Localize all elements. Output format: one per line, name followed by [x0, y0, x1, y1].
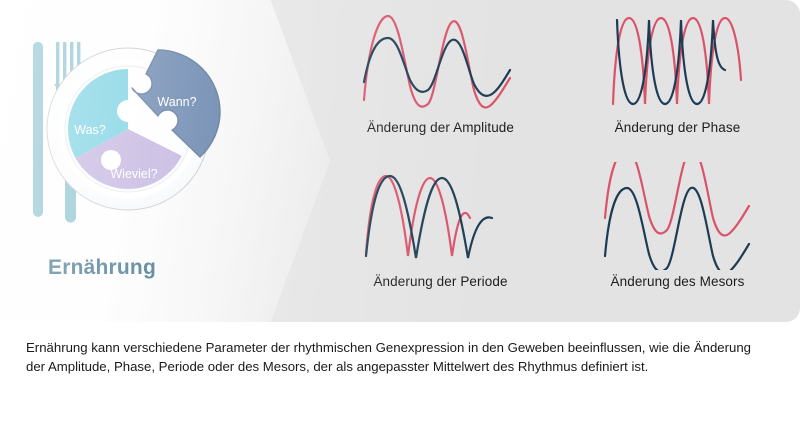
curve-blue	[364, 174, 493, 259]
chart-label-amplitude: Änderung der Amplitude	[366, 120, 515, 135]
curve-red	[611, 16, 742, 106]
curve-blue	[362, 36, 511, 97]
curve-red	[362, 14, 511, 109]
puzzle-label-was: Was?	[74, 123, 106, 137]
nutrition-illustration: Wann? Was? Wieviel?	[12, 26, 262, 236]
puzzle-label-wieviel: Wieviel?	[110, 167, 157, 181]
curve-blue	[603, 186, 750, 270]
figure-caption: Ernährung kann verschiedene Parameter de…	[26, 340, 752, 374]
chart-phase: Änderung der Phase	[563, 8, 792, 160]
chart-mesor-svg	[603, 162, 750, 270]
chart-label-periode: Änderung der Periode	[373, 274, 508, 289]
chart-label-mesor: Änderung des Mesors	[610, 274, 745, 289]
page-title: Ernährung	[48, 256, 156, 279]
chart-amplitude: Änderung der Amplitude	[326, 8, 555, 160]
plate-puzzle-svg: Wann? Was? Wieviel?	[33, 42, 221, 223]
chart-amplitude-svg	[362, 14, 511, 109]
knife-icon	[33, 42, 43, 217]
puzzle-label-wann: Wann?	[157, 95, 196, 109]
chart-phase-svg	[611, 16, 742, 106]
chart-periode-svg	[364, 174, 493, 259]
infographic-panel: Wann? Was? Wieviel? Ernährung Änderung d…	[0, 0, 800, 322]
curve-red	[603, 162, 750, 237]
chart-label-phase: Änderung der Phase	[614, 120, 741, 135]
wave-charts-grid: Änderung der Amplitude Änderung der Phas…	[326, 8, 792, 314]
chart-mesor: Änderung des Mesors	[563, 162, 792, 314]
chart-periode: Änderung der Periode	[326, 162, 555, 314]
